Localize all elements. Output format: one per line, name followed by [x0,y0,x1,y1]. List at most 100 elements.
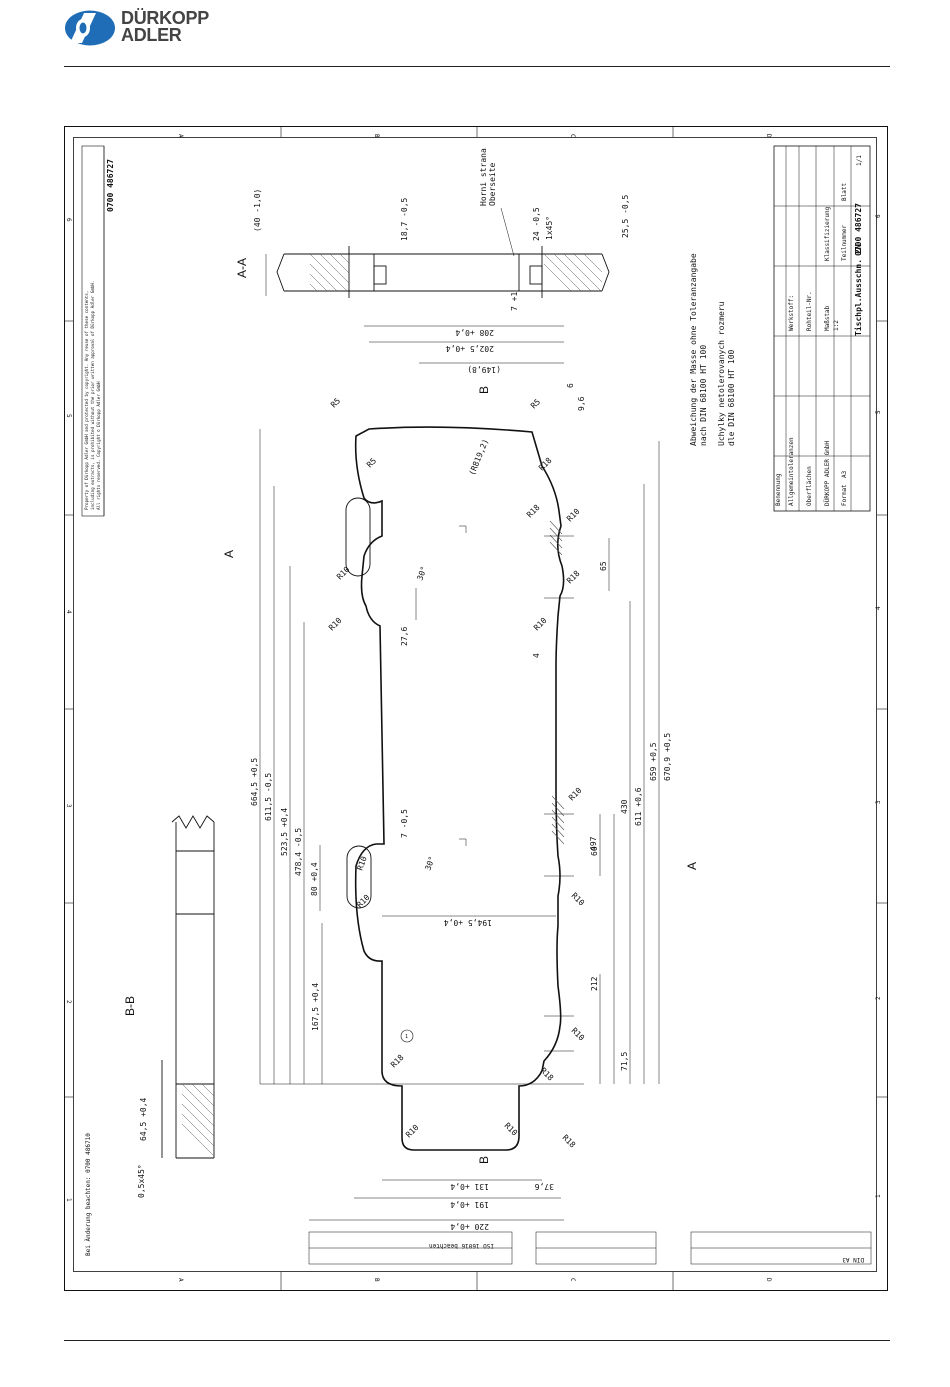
grid-letter-b: B [373,134,380,138]
dim-9-6: 9,6 [577,396,586,411]
drawing-sheet: A B C D A B C D 1 2 3 4 5 6 1 2 3 4 5 6 … [64,126,888,1291]
plate-outline [354,426,565,1151]
tb-label-rohteil: Rohteil-Nr. [806,291,813,331]
grid-letter-d: D [765,134,772,138]
tb-company: DÜRKOPP ADLER GmbH [824,441,831,506]
dim-670-9: 670,9 +0,5 [663,733,672,781]
grid-number-2-right: 2 [875,996,882,1000]
radius-r10-f: R10 [355,855,368,872]
radius-r10-e: R10 [567,786,584,803]
section-bb-label: B-B [123,996,137,1016]
tb-part-number: 0700 486727 [854,203,863,256]
radius-r5-c: R5 [529,397,542,410]
radius-r18-c: R18 [565,569,582,586]
grid-number-2: 2 [65,1000,72,1004]
grid-letter-d-bottom: D [765,1278,772,1282]
tb-sheet: 1/1 [856,155,863,166]
dim-202-5: 202,5 +0,4 [446,344,494,353]
tb-format-value: A3 [841,470,848,478]
brand-line-1: DÜRKOPP [121,8,209,28]
revision-strip [308,1231,872,1265]
grid-number-4-right: 4 [875,606,882,610]
brand-line-2: ADLER [121,25,182,45]
grid-number-1: 1 [65,1198,72,1202]
tb-label-teilnummer: Teilnummer [841,224,848,261]
centre-marks [459,525,574,1052]
tb-approval-1: Allgemeintoleranzen [788,437,795,506]
grid-number-1-right: 1 [875,1194,882,1198]
grid-letter-c-bottom: C [569,1278,576,1282]
radius-r10-k: R10 [503,1121,520,1138]
radius-r18-e: R18 [539,1066,556,1083]
grid-letter-a: A [177,134,184,138]
dim-497: 497 [589,836,598,851]
section-aa-label: A-A [235,258,249,278]
title-block [773,145,871,512]
dim-212: 212 [590,976,599,991]
grid-ticks [64,126,888,1291]
company-logo: DÜRKOPP ADLER [64,8,264,48]
radius-r10-a: R10 [565,507,582,524]
radius-r10-j: R10 [404,1123,421,1140]
copyright-line-3: All rights reserved. Copyright © Dürkopp… [96,381,101,510]
radius-r18-d: R18 [389,1053,406,1070]
section-marker-b-top: B [477,386,491,394]
radius-r5-a: R5 [329,396,342,409]
dim-27-6: 27,6 [400,627,409,646]
dim-37-6: 37,6 [535,1182,554,1191]
tb-title: Tischpl.Ausschn. 2N [853,244,863,336]
grid-number-5-right: 5 [875,410,882,414]
revision-iso: ISO 16016 beachten [429,1242,494,1249]
tb-label-blatt: Blatt [841,183,848,201]
dim-6: 6 [566,383,575,388]
dim-659: 659 +0,5 [649,742,658,781]
dim-r819-2: (R819,2) [468,438,491,477]
section-aa-hatch-left [309,253,350,292]
dim-1x45: 1x45° [545,216,554,240]
dim-220: 220 +0,4 [450,1222,489,1231]
dim-7: 7 +1 [510,292,519,311]
grid-letter-b-bottom: B [373,1278,380,1282]
duerkopp-adler-logo-icon [65,10,115,46]
tolerance-note-1: Abweichung der Masse ohne Toleranzangabe [689,253,698,446]
dim-24: 24 -0,5 [532,207,541,241]
tb-approval-2: Oberflächen [806,466,813,506]
tb-scale: 1:2 [833,320,840,331]
header-rule [64,66,890,67]
dim-25-5: 25,5 -0,5 [621,194,630,238]
dimension-lines [259,325,660,1221]
radius-r18-b: R18 [525,503,542,520]
plate-inner-slots [345,497,372,909]
grid-letter-a-bottom: A [177,1278,184,1282]
grid-number-6: 6 [65,218,72,222]
note-surface-2: Oberseite [488,162,497,206]
dim-149-8: (149,8) [467,365,501,374]
tb-label-klassifizierung: Klassifizierung [824,206,831,261]
grid-letter-c: C [569,134,576,138]
dim-40: (40 -1,0) [253,189,262,232]
grid-number-6-right: 6 [875,214,882,218]
radius-r10-i: R10 [570,1026,587,1043]
grid-number-3-right: 3 [875,800,882,804]
section-marker-a-left: A [222,550,236,558]
dim-4: 4 [532,653,541,658]
dim-80: 80 +0,4 [310,862,319,896]
section-aa-profile [276,246,610,298]
grid-number-3: 3 [65,804,72,808]
inner-frame [73,137,877,1272]
dim-191: 191 +0,4 [450,1200,489,1209]
section-bb-profile [161,815,215,1159]
dim-18-7: 18,7 -0,5 [400,197,409,241]
angle-30-b: 30° [423,855,436,872]
radius-r10-h: R10 [570,891,587,908]
revision-format: DIN A3 [842,1256,864,1263]
tolerance-note-4: dle DIN 68100 HT 100 [727,349,736,446]
dim-194-5: 194,5 +0,4 [444,918,492,927]
tb-label-massstab: Maßstab [824,305,831,331]
dim-611-5: 611,5 -0,5 [264,773,273,821]
dim-478-4: 478,4 -0,5 [294,828,303,876]
angle-30-a: 30° [415,565,428,582]
section-aa-hatch-right [543,253,603,292]
grid-number-5: 5 [65,414,72,418]
dim-71-5: 71,5 [620,1052,629,1071]
